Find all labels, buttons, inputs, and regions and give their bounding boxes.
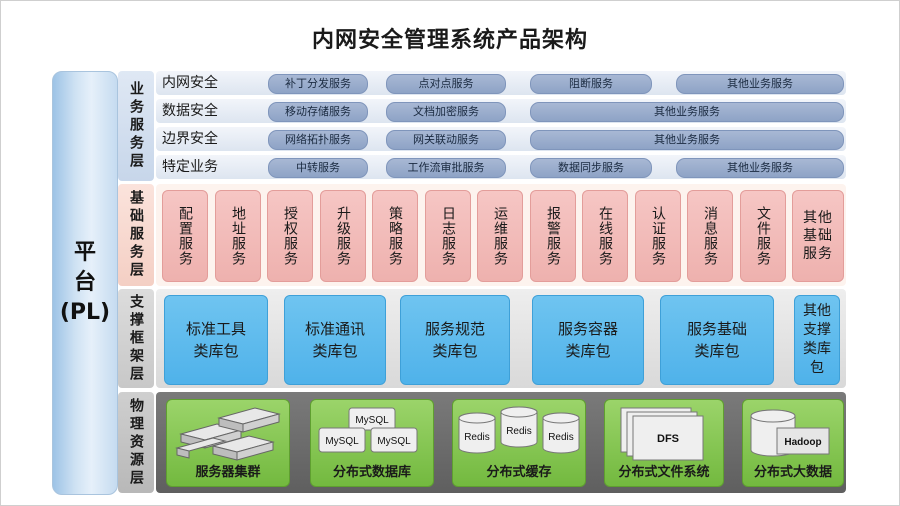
base-service-box: 在线服务 xyxy=(582,190,628,282)
resource-label: 分布式缓存 xyxy=(486,465,552,480)
platform-label-3: (PL) xyxy=(59,300,111,325)
base-service-box: 配置服务 xyxy=(162,190,208,282)
physical-layer-label: 物理资源层 xyxy=(118,392,154,493)
base-service-label: 配置服务 xyxy=(177,206,193,266)
base-service-label: 授权服务 xyxy=(282,206,298,266)
biz-row-border: 边界安全 网络拓扑服务 网关联动服务 其他业务服务 xyxy=(156,127,846,151)
resource-distributed-big-data: Hadoop 分布式大数据 xyxy=(742,399,844,487)
resource-distributed-cache: Redis Redis Redis 分布式缓存 xyxy=(452,399,586,487)
base-service-label: 日志服务 xyxy=(440,206,456,266)
biz-row-specific: 特定业务 中转服务 工作流审批服务 数据同步服务 其他业务服务 xyxy=(156,155,846,179)
support-library-box: 标准通讯 类库包 xyxy=(284,295,386,385)
base-service-label: 在线服务 xyxy=(597,206,613,266)
base-service-label: 策略服务 xyxy=(387,206,403,266)
base-service-box: 升级服务 xyxy=(320,190,366,282)
support-framework-layer: 支撑框架层 标准工具 类库包 标准通讯 类库包 服务规范 类库包 服务容器 类库… xyxy=(118,289,846,388)
resource-label: 服务器集群 xyxy=(195,465,261,480)
base-service-box: 文件服务 xyxy=(740,190,786,282)
base-service-box: 运维服务 xyxy=(477,190,523,282)
file-system-icon: DFS xyxy=(620,407,704,461)
biz-service-pill: 文档加密服务 xyxy=(386,102,506,122)
resource-label: 分布式文件系统 xyxy=(618,465,710,480)
biz-service-pill: 其他业务服务 xyxy=(530,130,844,150)
hadoop-tag: Hadoop xyxy=(784,437,821,448)
biz-service-pill: 补丁分发服务 xyxy=(268,74,368,94)
support-library-box: 服务基础 类库包 xyxy=(660,295,774,385)
base-service-box: 授权服务 xyxy=(267,190,313,282)
base-service-box: 其他基础服务 xyxy=(792,190,844,282)
biz-service-pill: 其他业务服务 xyxy=(530,102,844,122)
physical-resource-layer: 物理资源层 服务器集群 xyxy=(118,392,846,493)
dfs-tag: DFS xyxy=(657,433,679,445)
cache-tag: Redis xyxy=(548,432,574,443)
database-icon: MySQL MySQL MySQL xyxy=(318,407,418,453)
biz-service-pill: 移动存储服务 xyxy=(268,102,368,122)
biz-service-pill: 网关联动服务 xyxy=(386,130,506,150)
biz-service-pill: 阻断服务 xyxy=(530,74,652,94)
base-service-box: 消息服务 xyxy=(687,190,733,282)
resource-label: 分布式数据库 xyxy=(332,465,411,480)
base-service-label: 消息服务 xyxy=(702,206,718,266)
base-service-box: 认证服务 xyxy=(635,190,681,282)
biz-service-pill: 其他业务服务 xyxy=(676,74,844,94)
base-service-box: 地址服务 xyxy=(215,190,261,282)
server-cluster-icon xyxy=(175,407,281,461)
base-service-label: 地址服务 xyxy=(230,206,246,266)
biz-service-pill: 工作流审批服务 xyxy=(386,158,506,178)
support-layer-body: 标准工具 类库包 标准通讯 类库包 服务规范 类库包 服务容器 类库包 服务基础… xyxy=(156,289,846,388)
biz-row-name: 特定业务 xyxy=(162,159,218,175)
resource-distributed-database: MySQL MySQL MySQL 分布式数据库 xyxy=(310,399,434,487)
platform-label-2: 台 xyxy=(73,270,96,295)
base-service-label: 其他基础服务 xyxy=(803,210,833,262)
base-service-layer: 基础服务层 配置服务 地址服务 授权服务 升级服务 策略服务 日志服务 运维服务… xyxy=(118,184,846,286)
biz-service-pill: 点对点服务 xyxy=(386,74,506,94)
base-service-label: 认证服务 xyxy=(650,206,666,266)
base-service-label: 升级服务 xyxy=(335,206,351,266)
resource-label: 分布式大数据 xyxy=(753,465,832,480)
base-service-box: 报警服务 xyxy=(530,190,576,282)
support-library-box: 服务规范 类库包 xyxy=(400,295,510,385)
business-layer-label: 业务服务层 xyxy=(118,71,154,181)
biz-service-pill: 其他业务服务 xyxy=(676,158,844,178)
base-layer-body: 配置服务 地址服务 授权服务 升级服务 策略服务 日志服务 运维服务 报警服务 … xyxy=(156,184,846,286)
cache-tag: Redis xyxy=(464,432,490,443)
base-layer-label: 基础服务层 xyxy=(118,184,154,286)
db-tag: MySQL xyxy=(325,436,359,447)
biz-row-data: 数据安全 移动存储服务 文档加密服务 其他业务服务 xyxy=(156,99,846,123)
base-service-box: 策略服务 xyxy=(372,190,418,282)
big-data-icon: Hadoop xyxy=(750,409,830,457)
biz-row-intranet: 内网安全 补丁分发服务 点对点服务 阻断服务 其他业务服务 xyxy=(156,71,846,95)
platform-label-1: 平 xyxy=(73,240,96,265)
cache-icon: Redis Redis Redis xyxy=(458,406,580,454)
db-tag: MySQL xyxy=(377,436,411,447)
support-library-box: 服务容器 类库包 xyxy=(532,295,644,385)
db-tag: MySQL xyxy=(355,415,389,426)
business-layer-body: 内网安全 补丁分发服务 点对点服务 阻断服务 其他业务服务 数据安全 移动存储服… xyxy=(156,71,846,181)
biz-service-pill: 中转服务 xyxy=(268,158,368,178)
support-layer-label: 支撑框架层 xyxy=(118,289,154,388)
resource-server-cluster: 服务器集群 xyxy=(166,399,290,487)
platform-column: 平 台 (PL) xyxy=(52,71,118,495)
support-library-box: 其他 支撑 类库 包 xyxy=(794,295,840,385)
biz-service-pill: 网络拓扑服务 xyxy=(268,130,368,150)
diagram-title: 内网安全管理系统产品架构 xyxy=(311,28,588,53)
physical-layer-body: 服务器集群 MySQL MySQL MySQL 分布式数据库 xyxy=(156,392,846,493)
biz-row-name: 边界安全 xyxy=(162,131,218,147)
base-service-label: 报警服务 xyxy=(545,206,561,266)
base-service-label: 运维服务 xyxy=(492,206,508,266)
biz-row-name: 内网安全 xyxy=(162,75,218,91)
biz-service-pill: 数据同步服务 xyxy=(530,158,652,178)
base-service-label: 文件服务 xyxy=(755,206,771,266)
biz-row-name: 数据安全 xyxy=(162,103,218,119)
resource-distributed-file-system: DFS 分布式文件系统 xyxy=(604,399,724,487)
support-library-box: 标准工具 类库包 xyxy=(164,295,268,385)
business-layer: 业务服务层 内网安全 补丁分发服务 点对点服务 阻断服务 其他业务服务 数据安全… xyxy=(118,71,846,181)
cache-tag: Redis xyxy=(506,426,532,437)
base-service-box: 日志服务 xyxy=(425,190,471,282)
